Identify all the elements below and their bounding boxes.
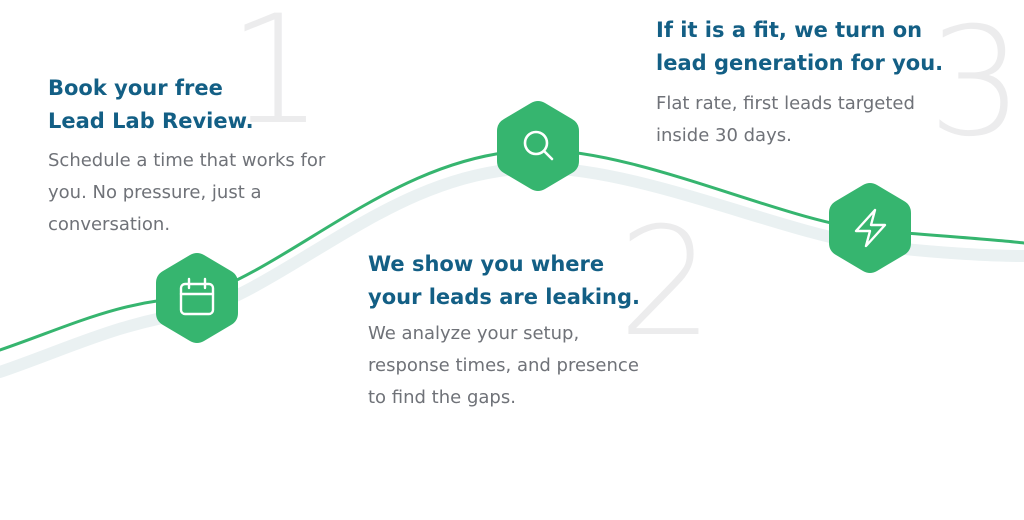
step-3-title: If it is a fit, we turn on lead generati… bbox=[656, 14, 943, 80]
step-2-description-line-3: to find the gaps. bbox=[368, 387, 516, 408]
step-2-description-line-2: response times, and presence bbox=[368, 355, 639, 376]
step-1-description-line-1: Schedule a time that works for bbox=[48, 150, 326, 171]
step-3-title-line-2: lead generation for you. bbox=[656, 51, 944, 75]
step-3-description: Flat rate, first leads targeted inside 3… bbox=[656, 88, 915, 152]
step-1-watermark-number: 1 bbox=[228, 0, 324, 158]
step-2-watermark-number: 2 bbox=[618, 196, 714, 370]
step-3-description-line-1: Flat rate, first leads targeted bbox=[656, 93, 915, 114]
step-1-hexagon-shape bbox=[156, 253, 238, 343]
step-3-hexagon-shape bbox=[829, 183, 911, 273]
step-2-title-line-1: We show you where bbox=[368, 252, 605, 276]
step-1-title-line-1: Book your free bbox=[48, 76, 223, 100]
step-1-title: Book your free Lead Lab Review. bbox=[48, 72, 254, 138]
step-1-hexagon-node bbox=[155, 250, 239, 346]
step-2-description: We analyze your setup, response times, a… bbox=[368, 318, 639, 414]
step-1-description-line-3: conversation. bbox=[48, 214, 171, 235]
step-3-hexagon-node bbox=[828, 180, 912, 276]
step-2-title-line-2: your leads are leaking. bbox=[368, 285, 641, 309]
calendar-icon bbox=[179, 277, 215, 316]
step-3-description-line-2: inside 30 days. bbox=[656, 125, 792, 146]
step-3-watermark-number: 3 bbox=[928, 0, 1024, 170]
step-2-title: We show you where your leads are leaking… bbox=[368, 248, 640, 314]
search-icon bbox=[523, 130, 554, 161]
step-2-description-line-1: We analyze your setup, bbox=[368, 323, 580, 344]
step-1-description: Schedule a time that works for you. No p… bbox=[48, 145, 325, 241]
step-1-title-line-2: Lead Lab Review. bbox=[48, 109, 254, 133]
step-2-hexagon-node bbox=[496, 98, 580, 194]
step-1-description-line-2: you. No pressure, just a bbox=[48, 182, 262, 203]
step-3-title-line-1: If it is a fit, we turn on bbox=[656, 18, 923, 42]
step-2-hexagon-shape bbox=[497, 101, 579, 191]
lightning-icon bbox=[854, 208, 887, 248]
